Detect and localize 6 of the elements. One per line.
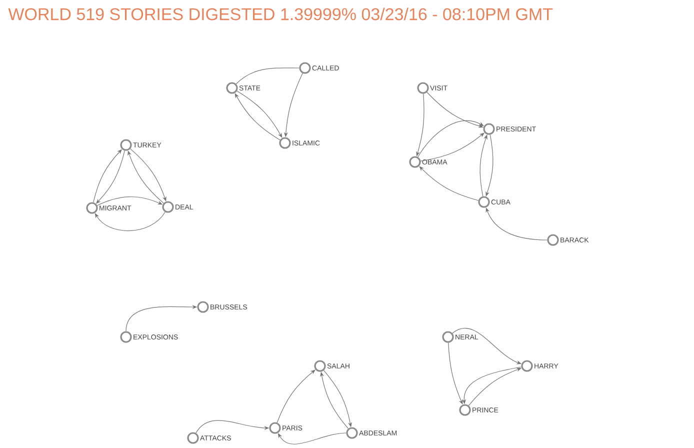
arrow [480,134,488,197]
arrow [420,132,484,162]
title: WORLD 519 STORIES DIGESTED 1.39999% 03/23/16 - 08:10PM GMT [8,8,553,20]
arrow [419,166,479,201]
arrow [276,370,316,423]
arrow [418,120,484,158]
